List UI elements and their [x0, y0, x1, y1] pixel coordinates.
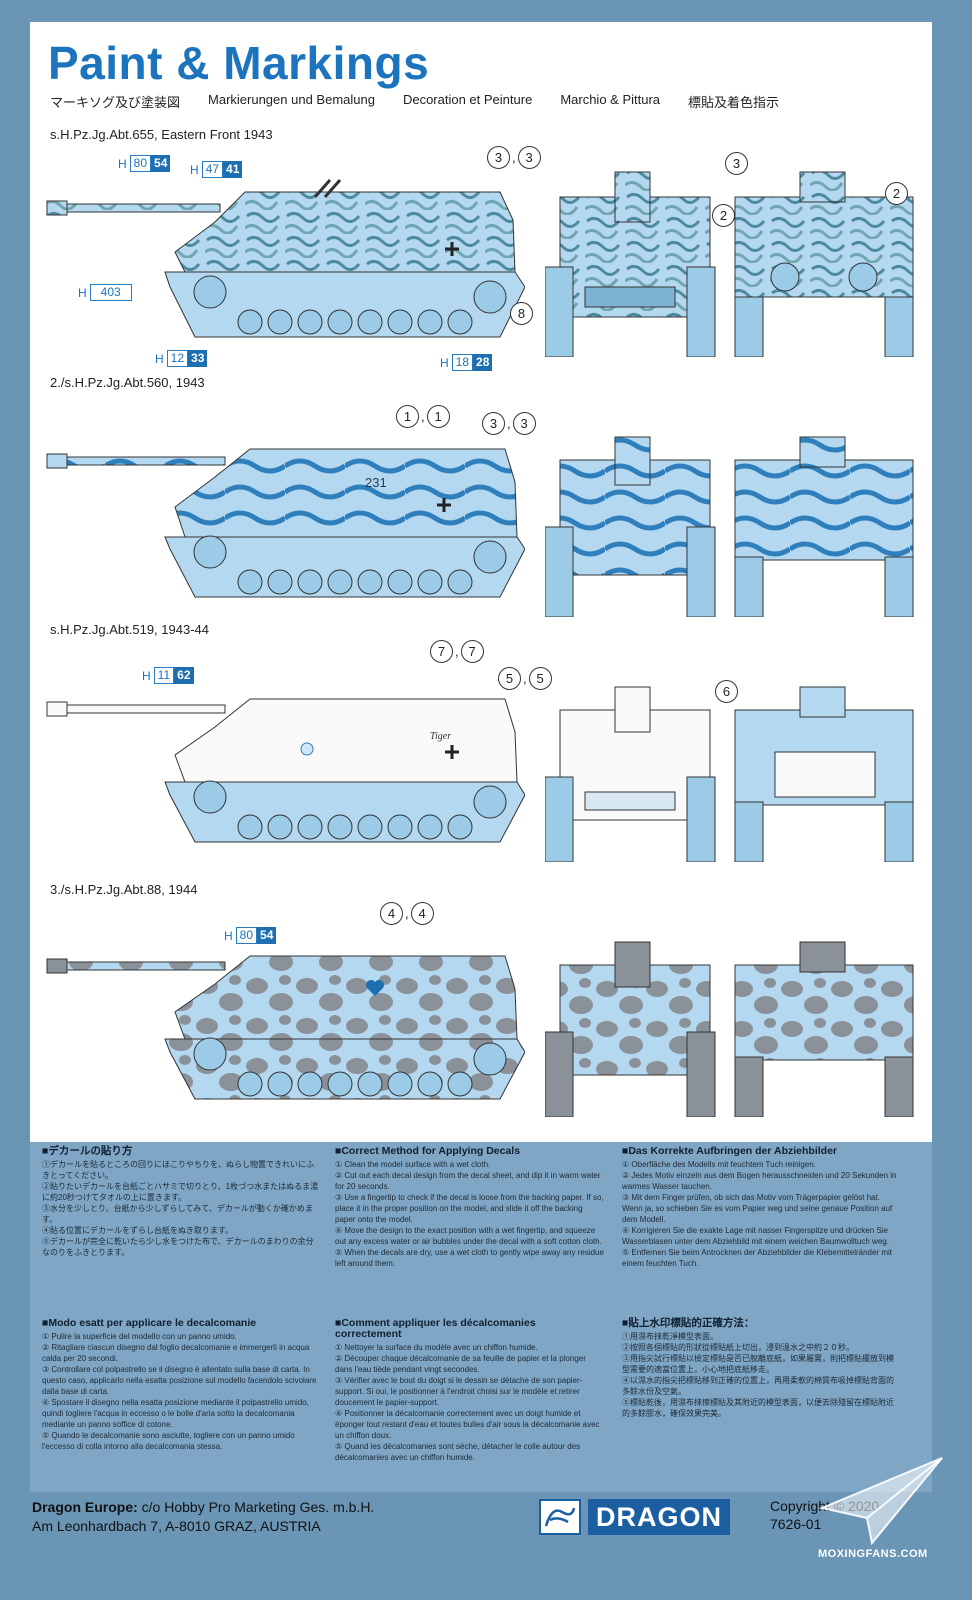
- road-wheels-3: [193, 780, 507, 840]
- balkenkreuz-icon: [437, 498, 451, 512]
- section-label-4: 3./s.H.Pz.Jg.Abt.88, 1944: [50, 882, 198, 897]
- dragon-logo: DRAGON: [538, 1497, 753, 1537]
- instructions-de: ■Das Korrekte Aufbringen der Abziehbilde…: [622, 1145, 897, 1269]
- instructions-zh: ■貼上水印標貼的正確方法： ①用濕布抹乾淨模型表面。 ②按照各個標貼的形狀從標貼…: [622, 1317, 894, 1419]
- vehicle-name: Tiger: [430, 731, 451, 742]
- subtitle-zh: 標貼及着色指示: [688, 95, 780, 110]
- paint-markings-sheet: Paint & Markings マーキソグ及び塗装図 Markierungen…: [30, 22, 932, 1142]
- paper-plane-watermark-icon: [818, 1457, 943, 1546]
- callout-1e: 2: [885, 182, 908, 205]
- callout-2b: 3,3: [482, 412, 536, 435]
- callout-3a: 7,7: [430, 640, 484, 663]
- section-label-3: s.H.Pz.Jg.Abt.519, 1943-44: [50, 622, 209, 637]
- section-label-2: 2./s.H.Pz.Jg.Abt.560, 1943: [50, 375, 205, 390]
- callout-2a: 1,1: [396, 405, 450, 428]
- vehicle-number: 231: [365, 475, 387, 490]
- callout-1b: 8: [510, 302, 533, 325]
- road-wheels-1: [193, 275, 507, 335]
- balkenkreuz-icon: [445, 242, 459, 256]
- vehicle-front-view-3: [545, 686, 716, 862]
- heart-emblem-icon: [366, 980, 384, 996]
- vehicle-front-view-4: [545, 941, 716, 1117]
- vehicle-rear-view-3: [734, 686, 914, 862]
- callout-3b: 5,5: [498, 667, 552, 690]
- callout-1a: 3,3: [487, 146, 541, 169]
- callout-1c: 2: [712, 204, 735, 227]
- company-address: Dragon Europe: c/o Hobby Pro Marketing G…: [32, 1498, 374, 1536]
- vehicle-rear-view-2: [734, 436, 914, 617]
- instructions-fr: ■Comment appliquer les décalcomanies cor…: [335, 1317, 600, 1463]
- company-line2: Am Leonhardbach 7, A-8010 GRAZ, AUSTRIA: [32, 1518, 321, 1534]
- page-title: Paint & Markings: [48, 37, 430, 89]
- subtitle-it: Marchio & Pittura: [560, 92, 661, 107]
- subtitle-jp: マーキソグ及び塗装図: [50, 95, 181, 110]
- callout-1d: 3: [725, 152, 748, 175]
- watermark-text: MOXINGFANS.COM: [818, 1548, 928, 1560]
- vehicle-rear-view-4: [734, 941, 914, 1117]
- callout-3c: 6: [715, 680, 738, 703]
- vehicle-rear-view-1: [734, 171, 914, 357]
- vehicle-side-view-1: [46, 179, 525, 338]
- company-label: Dragon Europe:: [32, 1499, 138, 1515]
- subtitle-de: Markierungen und Bemalung: [208, 92, 375, 107]
- road-wheels-2: [193, 535, 507, 595]
- company-line1: c/o Hobby Pro Marketing Ges. m.b.H.: [141, 1499, 375, 1515]
- subtitle-row: マーキソグ及び塗装図 Markierungen und Bemalung Dec…: [50, 92, 920, 111]
- decal-instructions-panel: ■デカールの貼り方 ①デカールを貼るところの回りにほこりやちりを、ぬらし物置でき…: [30, 1142, 932, 1492]
- vehicle-side-view-3: Tiger: [46, 698, 525, 843]
- instructions-en: ■Correct Method for Applying Decals ① Cl…: [335, 1145, 604, 1269]
- vehicle-side-view-2: 231: [46, 448, 525, 598]
- instructions-jp: ■デカールの貼り方 ①デカールを貼るところの回りにほこりやちりを、ぬらし物置でき…: [42, 1145, 319, 1258]
- vehicle-front-view-2: [545, 436, 716, 617]
- instructions-it: ■Modo esatt per applicare le decalcomani…: [42, 1317, 317, 1452]
- logo-wordmark: DRAGON: [588, 1499, 730, 1535]
- vehicle-side-view-4: [46, 955, 525, 1100]
- product-code: 7626-01: [770, 1516, 822, 1532]
- unit-emblem-icon: [300, 742, 314, 756]
- callout-4a: 4,4: [380, 902, 434, 925]
- road-wheels-4: [193, 1037, 507, 1097]
- vehicle-front-view-1: [545, 171, 716, 357]
- section-label-1: s.H.Pz.Jg.Abt.655, Eastern Front 1943: [50, 127, 273, 142]
- subtitle-fr: Decoration et Peinture: [402, 92, 533, 107]
- dragon-emblem-icon: [539, 1499, 581, 1535]
- balkenkreuz-icon: [445, 745, 459, 759]
